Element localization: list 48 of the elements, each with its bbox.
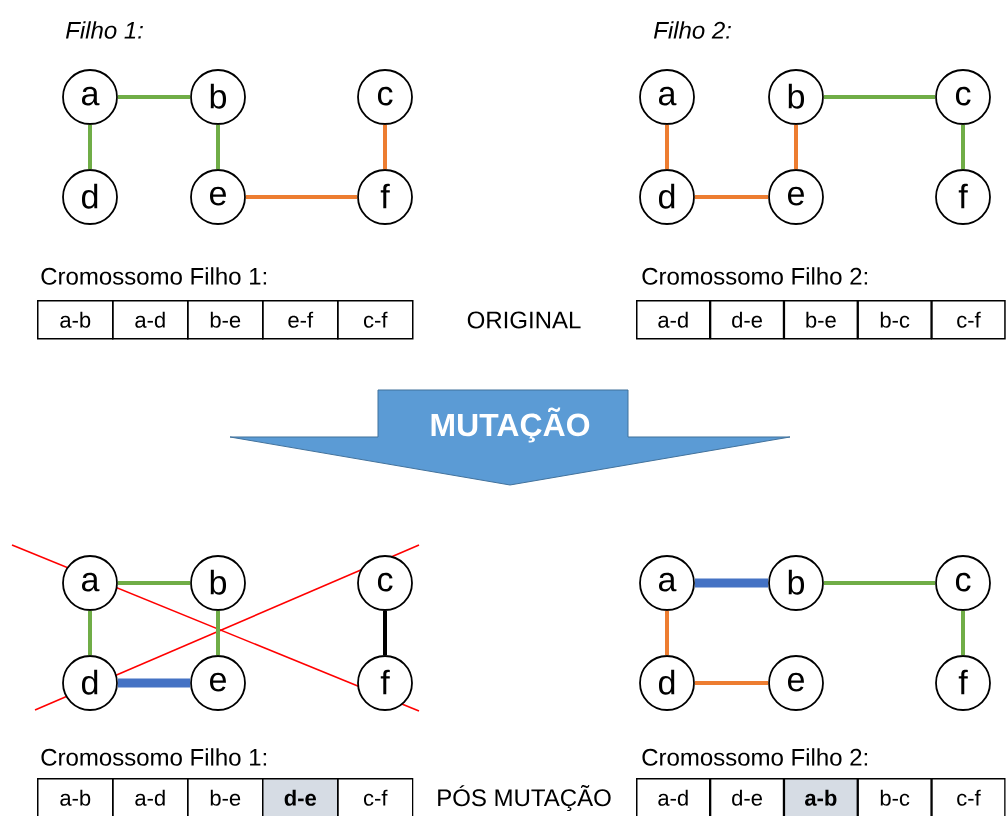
edge-line: [383, 610, 387, 656]
edge-line: [117, 581, 191, 585]
table-caption: Cromossomo Filho 2:: [642, 267, 867, 285]
edge-line: [694, 578, 769, 588]
row-label: ORIGINAL: [467, 311, 581, 329]
edge-line: [383, 124, 387, 170]
edge-line: [694, 195, 769, 199]
edge-line: [794, 124, 798, 170]
heading: Filho 2:: [653, 21, 731, 39]
table-cell: a-d: [636, 778, 711, 816]
table-cell: b-c: [857, 778, 932, 816]
table-cell: b-c: [857, 300, 932, 340]
table-cell: d-e: [709, 300, 785, 340]
table-cell: d-e: [262, 778, 339, 816]
edge-line: [665, 124, 669, 170]
table-cell: e-f: [262, 300, 339, 340]
heading: Filho 1:: [65, 21, 143, 39]
edge-line: [694, 681, 769, 685]
edge-line: [88, 124, 92, 170]
table-cell: a-d: [112, 778, 189, 816]
table-caption: Cromossomo Filho 2:: [642, 748, 867, 766]
table-cell: a-d: [112, 300, 189, 340]
edge-line: [961, 610, 965, 656]
table-caption: Cromossomo Filho 1:: [41, 748, 267, 766]
table-cell: c-f: [337, 778, 414, 816]
row-label: PÓS MUTAÇÃO: [438, 784, 611, 812]
edge-line: [245, 195, 358, 199]
table-cell: c-f: [931, 778, 1006, 816]
table-cell: a-b: [37, 778, 114, 816]
table-cell: b-e: [783, 300, 859, 340]
table-cell: d-e: [709, 778, 785, 816]
edge-line: [117, 95, 191, 99]
edge-line: [216, 124, 220, 170]
edge-line: [823, 95, 936, 99]
edge-line: [665, 610, 669, 656]
table-cell: a-b: [37, 300, 114, 340]
table-cell: a-b: [783, 778, 859, 816]
edge-line: [961, 124, 965, 170]
table-cell: b-e: [187, 778, 264, 816]
edge-line: [88, 610, 92, 656]
table-cell: b-e: [187, 300, 264, 340]
table-cell: c-f: [931, 300, 1006, 340]
table-cell: a-d: [636, 300, 711, 340]
table-caption: Cromossomo Filho 1:: [41, 267, 267, 285]
edge-line: [117, 678, 191, 688]
edge-line: [823, 581, 936, 585]
edge-line: [216, 610, 220, 656]
table-cell: c-f: [337, 300, 414, 340]
